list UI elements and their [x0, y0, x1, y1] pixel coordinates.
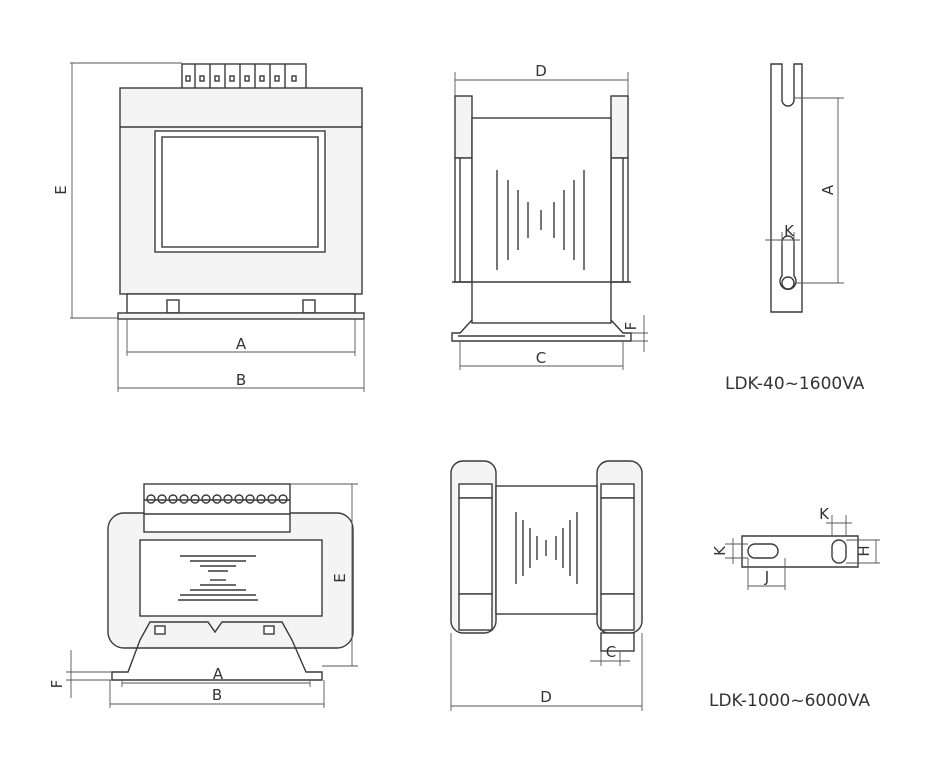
small-side-view: D C: [451, 62, 648, 370]
slot-label-k: K: [784, 222, 795, 240]
large-front-view: E A B F: [48, 483, 358, 708]
caption-large: LDK-1000~6000VA: [709, 691, 870, 711]
large-label-a: A: [213, 665, 224, 683]
label-e: E: [52, 185, 70, 194]
small-front-view: E A B: [52, 62, 365, 392]
large-slot-detail: K K J H: [711, 505, 880, 590]
slot-label-a: A: [819, 184, 837, 195]
large-label-b: B: [212, 686, 222, 704]
small-slot-detail: A K: [765, 63, 844, 313]
large-label-e: E: [331, 573, 349, 582]
large-label-d: D: [540, 688, 552, 706]
label-c: C: [536, 349, 546, 367]
label-d: D: [535, 62, 547, 80]
label-a: A: [236, 335, 247, 353]
slot-label-k-top: K: [819, 505, 830, 523]
large-label-c: C: [606, 643, 616, 661]
slot-label-h: H: [855, 545, 873, 556]
caption-small: LDK-40~1600VA: [725, 374, 865, 394]
large-label-f: F: [48, 680, 66, 689]
label-f: F: [622, 322, 640, 331]
slot-label-k-left: K: [711, 545, 729, 556]
label-b: B: [236, 371, 246, 389]
large-side-view: C D: [450, 460, 643, 711]
slot-label-j: J: [764, 568, 769, 586]
